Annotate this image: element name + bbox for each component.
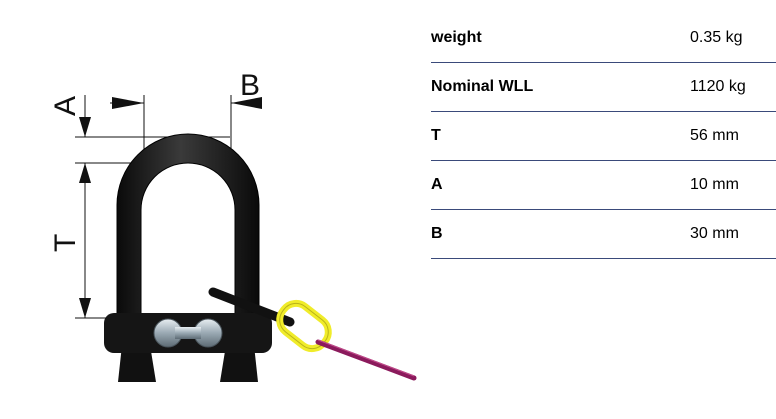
dimension-label-b: B <box>240 69 260 102</box>
shackle-drawing: A B T <box>49 69 417 382</box>
shackle-diagram: A B T <box>49 69 417 382</box>
spec-value: 1120 kg <box>690 78 746 95</box>
spec-row-a: A 10 mm <box>431 161 776 210</box>
shackle-foot-left <box>118 345 156 382</box>
spec-table: weight 0.35 kg Nominal WLL 1120 kg T 56 … <box>431 14 776 259</box>
dimension-lines <box>75 95 262 319</box>
spec-label: weight <box>431 29 482 46</box>
spec-row-t: T 56 mm <box>431 112 776 161</box>
dimension-label-a: A <box>49 96 82 116</box>
pin-shaft <box>175 327 201 339</box>
shackle-bow <box>116 133 260 331</box>
shackle-foot-right <box>220 345 258 382</box>
dimension-label-t: T <box>49 234 82 252</box>
spec-value: 56 mm <box>690 127 739 144</box>
dimension-arrows <box>79 97 262 318</box>
spec-value: 0.35 kg <box>690 29 743 46</box>
magenta-wire <box>315 339 417 381</box>
spec-row-weight: weight 0.35 kg <box>431 14 776 63</box>
spec-row-b: B 30 mm <box>431 210 776 259</box>
spec-label: A <box>431 176 443 193</box>
spec-label: Nominal WLL <box>431 78 534 95</box>
spec-label: T <box>431 127 441 144</box>
spec-value: 30 mm <box>690 225 739 242</box>
spec-row-nominal-wll: Nominal WLL 1120 kg <box>431 63 776 112</box>
spec-value: 10 mm <box>690 176 739 193</box>
spec-label: B <box>431 225 443 242</box>
